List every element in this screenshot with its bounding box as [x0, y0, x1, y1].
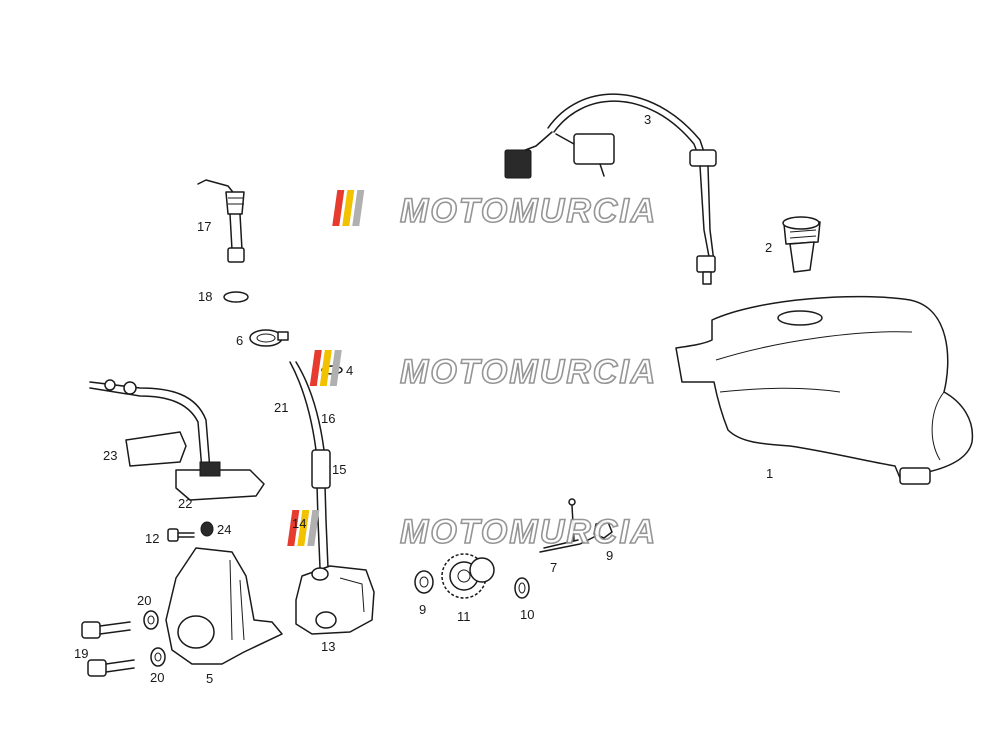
watermark-top: MOTOMURCIA	[332, 190, 657, 231]
washers-20	[143, 610, 166, 667]
bolt-12	[167, 528, 195, 542]
label-part-20-lower: 20	[150, 670, 164, 685]
hose-clamp-6	[249, 329, 289, 347]
label-part-22: 22	[178, 496, 192, 511]
label-part-17: 17	[197, 219, 211, 234]
watermark-middle: MOTOMURCIA	[309, 350, 657, 392]
label-part-24: 24	[217, 522, 231, 537]
label-part-23: 23	[103, 448, 117, 463]
hose-clamp-18	[223, 291, 249, 303]
bolts-19	[81, 621, 135, 677]
sensor-cable	[504, 93, 717, 285]
label-part-16: 16	[321, 411, 335, 426]
hose-assembly	[289, 361, 331, 569]
label-part-2: 2	[765, 240, 772, 255]
label-part-3: 3	[644, 112, 651, 127]
label-part-6: 6	[236, 333, 243, 348]
pump-gear-11	[441, 553, 495, 599]
washer-9	[414, 570, 434, 594]
label-part-5: 5	[206, 671, 213, 686]
label-part-15: 15	[332, 462, 346, 477]
label-part-14: 14	[292, 516, 306, 531]
label-part-10: 10	[520, 607, 534, 622]
label-part-9-washer: 9	[419, 602, 426, 617]
cover-5	[165, 547, 283, 665]
lever-7	[539, 498, 601, 553]
oil-pump	[295, 565, 375, 635]
label-part-18: 18	[198, 289, 212, 304]
label-part-9-nut: 9	[606, 548, 613, 563]
label-part-7: 7	[550, 560, 557, 575]
washer-24	[200, 521, 214, 537]
tank-cap	[782, 216, 821, 273]
label-part-21: 21	[274, 400, 288, 415]
label-part-13: 13	[321, 639, 335, 654]
label-part-1: 1	[766, 466, 773, 481]
watermark-text: MOTOMURCIA	[400, 353, 657, 391]
oil-line-with-bracket	[89, 379, 265, 501]
label-part-19: 19	[74, 646, 88, 661]
circlip-10	[514, 577, 530, 599]
oil-tank	[675, 295, 974, 485]
watermark-text: MOTOMURCIA	[400, 513, 657, 551]
watermark-text: MOTOMURCIA	[400, 192, 657, 230]
label-part-12: 12	[145, 531, 159, 546]
nut-9	[593, 521, 613, 539]
watermark-bottom: MOTOMURCIA	[287, 510, 657, 552]
label-part-4: 4	[346, 363, 353, 378]
oil-hose-17	[197, 179, 245, 263]
label-part-11: 11	[457, 609, 471, 624]
label-part-20-upper: 20	[137, 593, 151, 608]
